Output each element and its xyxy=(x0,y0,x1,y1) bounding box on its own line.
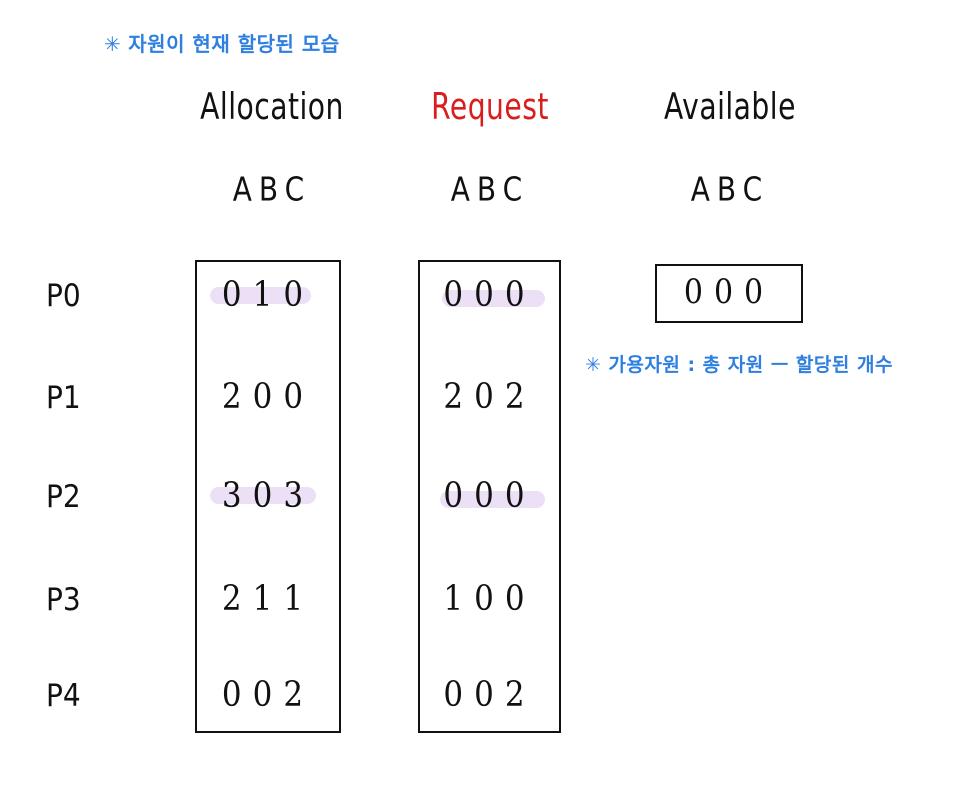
row-label-p0: P0 xyxy=(46,277,81,314)
request-values-p3: 100 xyxy=(443,578,536,620)
highlight-bar-request-p2 xyxy=(440,491,545,508)
annotation-current-allocation: ✳자원이 현재 할당된 모습 xyxy=(104,28,340,57)
available-values: 000 xyxy=(683,272,775,313)
row-label-p3: P3 xyxy=(46,581,81,618)
allocation-values-p3: 211 xyxy=(221,578,315,620)
header-available: Available xyxy=(664,86,796,129)
available-vector-box xyxy=(655,264,803,323)
highlight-bar-allocation-p2 xyxy=(210,487,316,504)
request-values-p0: 000 xyxy=(443,274,536,316)
subheader-abc-request: ABC xyxy=(450,170,530,209)
row-label-p2: P2 xyxy=(46,478,81,515)
row-label-p1: P1 xyxy=(46,379,81,416)
subheader-abc-available: ABC xyxy=(690,170,770,209)
allocation-matrix-box xyxy=(195,260,341,733)
header-allocation: Allocation xyxy=(200,86,344,129)
request-values-p4: 002 xyxy=(443,674,536,716)
request-values-p1: 202 xyxy=(443,376,536,418)
asterisk-icon: ✳ xyxy=(104,32,122,56)
annotation-available-text: 가용자원 : 총 자원 ㅡ 할당된 개수 xyxy=(608,354,893,376)
header-request: Request xyxy=(431,86,549,129)
row-label-p4: P4 xyxy=(46,677,81,714)
allocation-values-p1: 200 xyxy=(221,376,315,418)
highlight-bar-request-p0 xyxy=(442,290,545,307)
asterisk-icon-2: ✳ xyxy=(585,354,602,376)
subheader-abc-allocation: ABC xyxy=(232,170,312,209)
allocation-values-p2: 303 xyxy=(221,475,315,517)
highlight-bar-allocation-p0 xyxy=(210,287,311,304)
annotation-top-text: 자원이 현재 할당된 모습 xyxy=(128,32,340,56)
allocation-values-p0: 010 xyxy=(221,274,315,316)
allocation-values-p4: 002 xyxy=(221,674,315,716)
request-values-p2: 000 xyxy=(443,475,536,517)
annotation-available-formula: ✳ 가용자원 : 총 자원 ㅡ 할당된 개수 xyxy=(585,350,893,377)
request-matrix-box xyxy=(418,260,561,733)
